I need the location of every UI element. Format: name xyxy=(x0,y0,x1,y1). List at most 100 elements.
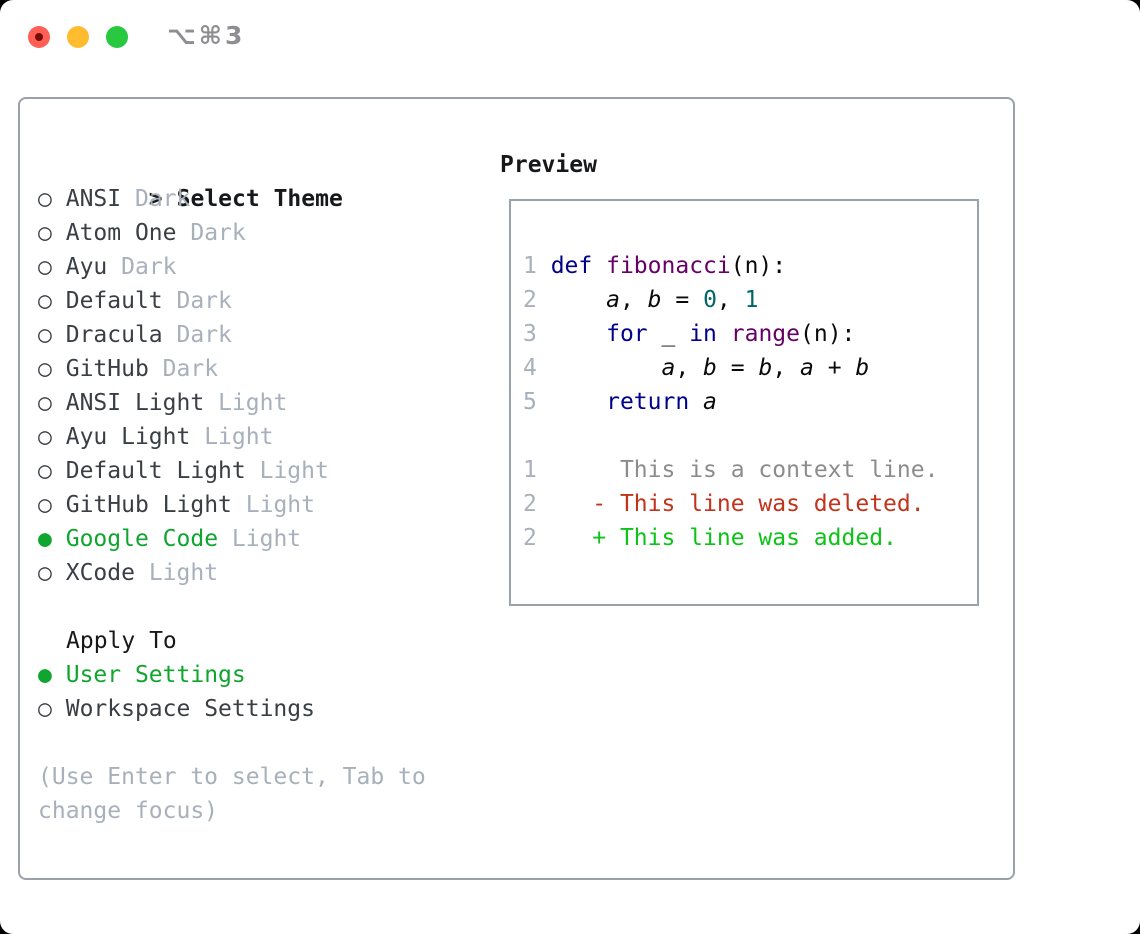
code-segment-pln xyxy=(551,355,662,381)
help-line: (Use Enter to select, Tab to xyxy=(38,764,426,790)
code-line: 3 for _ in range(n): xyxy=(523,317,977,351)
theme-option[interactable]: ○ Ayu Dark xyxy=(38,250,426,284)
code-segment-pln xyxy=(537,525,592,551)
code-segment-pln: + xyxy=(813,355,856,381)
radio-unselected-icon: ○ xyxy=(38,696,52,722)
code-segment-var: a xyxy=(606,287,620,313)
code-line xyxy=(523,419,977,453)
code-segment-kwd: in xyxy=(689,321,717,347)
variant-badge: Dark xyxy=(121,254,177,280)
code-segment-lit: 0 xyxy=(703,287,717,313)
code-line: 4 a, b = b, a + b xyxy=(523,351,977,385)
theme-option[interactable]: ○ GitHub Light Light xyxy=(38,488,426,522)
variant-badge: Dark xyxy=(162,356,219,382)
theme-option[interactable]: ○ ANSI Light Light xyxy=(38,386,426,420)
code-segment-ln: 2 xyxy=(523,491,537,517)
code-segment-pln: = xyxy=(716,355,759,381)
option-label: Ayu xyxy=(65,254,108,280)
code-segment-pln: _ xyxy=(647,321,690,347)
code-segment-ln: 1 xyxy=(523,457,537,483)
code-segment-var: a xyxy=(703,389,717,415)
code-segment-var: b xyxy=(758,355,773,381)
theme-option[interactable]: ○ Dracula Dark xyxy=(38,318,426,352)
prompt-caret: > xyxy=(148,186,163,212)
code-segment-ln: 4 xyxy=(523,355,551,381)
select-theme-header: > Select Theme xyxy=(38,148,426,212)
theme-option[interactable]: ○ Default Dark xyxy=(38,284,426,318)
code-segment-var: a xyxy=(661,355,676,381)
apply-to-options: ● User Settings○ Workspace Settings xyxy=(38,658,426,726)
code-segment-ln: 5 xyxy=(523,389,551,415)
code-segment-var: a xyxy=(800,355,814,381)
radio-unselected-icon: ○ xyxy=(38,254,52,280)
variant-badge: Light xyxy=(148,560,219,586)
code-segment-ln: 1 xyxy=(523,253,551,279)
window-title: ⌥⌘3 xyxy=(167,21,246,50)
theme-option[interactable]: ○ Atom One Dark xyxy=(38,216,426,250)
radio-unselected-icon: ○ xyxy=(38,458,52,484)
code-line xyxy=(523,555,977,589)
code-segment-var: b xyxy=(703,355,717,381)
code-segment-ctx: This is a context line. xyxy=(619,457,939,483)
theme-option[interactable]: ○ Default Light Light xyxy=(38,454,426,488)
code-line: 1 This is a context line. xyxy=(523,453,977,487)
option-label: GitHub xyxy=(65,356,149,382)
code-segment-pln: (n): xyxy=(800,321,856,347)
option-label: Default Light xyxy=(65,458,246,484)
code-segment-add: + This line was added. xyxy=(592,525,897,551)
close-button[interactable] xyxy=(28,26,50,48)
theme-option[interactable]: ○ GitHub Dark xyxy=(38,352,426,386)
help-text: (Use Enter to select, Tab to change focu… xyxy=(38,760,426,828)
code-segment-pln: , xyxy=(772,355,801,381)
code-segment-pln xyxy=(537,457,620,483)
theme-option[interactable]: ○ Ayu Light Light xyxy=(38,420,426,454)
code-segment-kwd: return xyxy=(606,389,690,415)
code-segment-pln: = xyxy=(661,287,704,313)
variant-badge: Light xyxy=(259,458,329,484)
apply-to-option[interactable]: ○ Workspace Settings xyxy=(38,692,426,726)
radio-unselected-icon: ○ xyxy=(38,560,52,586)
code-segment-ln: 2 xyxy=(523,287,551,313)
code-segment-pln xyxy=(551,287,606,313)
variant-badge: Dark xyxy=(190,220,246,246)
option-label: User Settings xyxy=(65,662,246,688)
code-line: 2 a, b = 0, 1 xyxy=(523,283,977,317)
apply-to-section: Apply To ● User Settings○ Workspace Sett… xyxy=(38,624,426,726)
code-segment-var: b xyxy=(647,287,662,313)
code-segment-pln: , xyxy=(619,287,648,313)
code-line: 1 def fibonacci(n): xyxy=(523,249,977,283)
theme-option[interactable]: ○ ANSI Dark xyxy=(38,182,426,216)
code-segment-pln xyxy=(537,491,592,517)
zoom-button[interactable] xyxy=(106,26,128,48)
variant-badge: Light xyxy=(218,390,288,416)
option-label: Ayu Light xyxy=(65,424,191,450)
theme-option[interactable]: ● Google Code Light xyxy=(38,522,426,556)
code-segment-typ: fibonacci xyxy=(606,253,731,279)
theme-list: ○ ANSI Dark○ Atom One Dark○ Ayu Dark○ De… xyxy=(38,182,426,590)
variant-badge: Light xyxy=(231,526,302,552)
radio-unselected-icon: ○ xyxy=(38,220,52,246)
help-line: change focus) xyxy=(38,798,219,824)
code-segment-ln: 2 xyxy=(523,525,537,551)
radio-unselected-icon: ○ xyxy=(38,424,52,450)
apply-to-option[interactable]: ● User Settings xyxy=(38,658,426,692)
theme-option[interactable]: ○ XCode Light xyxy=(38,556,426,590)
variant-badge: Dark xyxy=(134,186,191,212)
option-label: Workspace Settings xyxy=(65,696,315,722)
option-label: GitHub Light xyxy=(65,492,232,518)
variant-badge: Dark xyxy=(176,322,232,348)
code-segment-typ: range xyxy=(730,321,800,347)
radio-unselected-icon: ○ xyxy=(38,186,52,212)
select-theme-title: Select Theme xyxy=(176,186,343,212)
titlebar: ⌥⌘3 xyxy=(0,0,1140,74)
option-label: Dracula xyxy=(65,322,163,348)
radio-selected-icon: ● xyxy=(38,526,52,552)
code-line: 5 return a xyxy=(523,385,977,419)
apply-to-title: Apply To xyxy=(66,628,177,654)
variant-badge: Dark xyxy=(176,288,232,314)
radio-unselected-icon: ○ xyxy=(38,492,52,518)
minimize-button[interactable] xyxy=(67,26,89,48)
option-label: ANSI xyxy=(65,186,122,212)
